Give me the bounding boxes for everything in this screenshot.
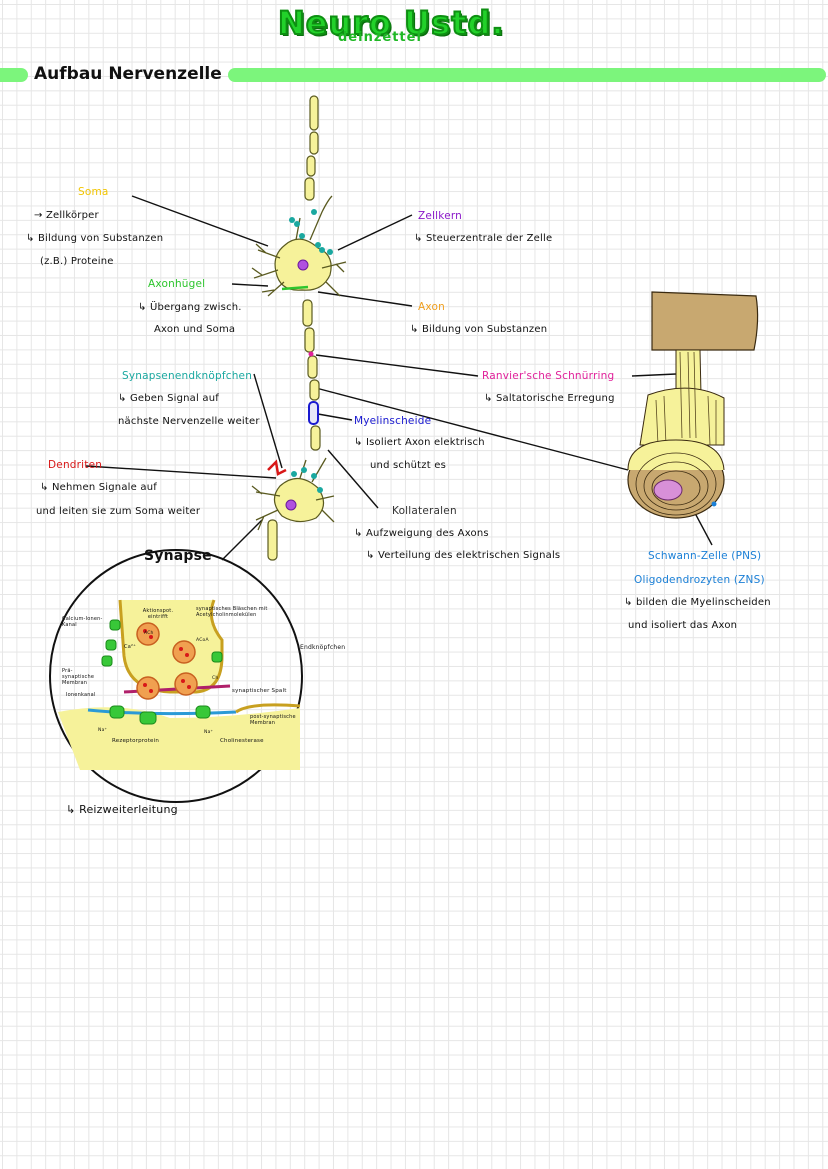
synapse-label-ch: Ch <box>212 676 219 681</box>
leader-zellkern <box>337 214 413 251</box>
synapsenendknoepfchen-line-1: ↳ Geben Signal auf <box>118 393 219 404</box>
synapse-label-acoa: ACoA <box>196 638 209 643</box>
dendriten-line-2: und leiten sie zum Soma weiter <box>36 506 201 517</box>
label-ranvier: Ranvier'sche Schnürring <box>482 370 615 382</box>
label-dendriten: Dendriten <box>48 459 103 471</box>
synapse-label-ca: Ca²⁺ <box>124 644 136 650</box>
synapse-illustration <box>49 549 303 803</box>
myelin-highlight <box>308 401 319 425</box>
synapse-title: Synapse <box>144 548 212 564</box>
axonhuegel-line-1: ↳ Übergang zwisch. <box>138 302 242 313</box>
ranvier-node <box>308 351 314 357</box>
axon-line-1: ↳ Bildung von Substanzen <box>410 324 548 335</box>
page-subtitle: deinzettel <box>338 30 422 45</box>
leader-myelin <box>317 413 353 421</box>
label-synapsenendknoepfchen: Synapsenendknöpfchen <box>122 370 253 382</box>
soma-line-1: → Zellkörper <box>34 210 99 221</box>
synapse-label-na-2: Na⁺ <box>204 730 214 735</box>
myelinscheide-line-2: und schützt es <box>370 460 447 471</box>
leader-ranvier-right <box>631 373 677 377</box>
soma-line-3: (z.B.) Proteine <box>40 256 114 267</box>
upper-neuron <box>251 95 347 451</box>
dendriten-line-1: ↳ Nehmen Signale auf <box>40 482 157 493</box>
leader-schwann <box>315 387 629 471</box>
synapse-label-calcium-channel: Calcium-Ionen-Kanal <box>62 616 103 628</box>
leader-dendriten <box>85 465 277 479</box>
synapsenendknoepfchen-line-2: nächste Nervenzelle weiter <box>118 416 260 427</box>
kollateralen-line-1: ↳ Aufzweigung des Axons <box>354 528 489 539</box>
leader-kollateralen <box>327 449 379 509</box>
label-axon: Axon <box>418 301 445 313</box>
dendrite-marker <box>267 459 287 476</box>
synapse-label-ionenkanal: Ionenkanal <box>66 692 96 698</box>
synapse-label-rezeptor: Rezeptorprotein <box>112 738 160 744</box>
kollateralen-line-2: ↳ Verteilung des elektrischen Signals <box>366 550 561 561</box>
leader-ranvier <box>315 354 479 377</box>
heading-highlight-left <box>0 68 28 82</box>
label-oligodendrozyten: Oligodendrozyten (ZNS) <box>634 574 765 586</box>
section-heading: Aufbau Nervenzelle <box>34 64 222 84</box>
ranvier-line-1: ↳ Saltatorische Erregung <box>484 393 615 404</box>
heading-highlight-right <box>228 68 826 82</box>
leader-soma <box>131 195 269 247</box>
axonhuegel-line-2: Axon und Soma <box>154 324 236 335</box>
zellkern-line-1: ↳ Steuerzentrale der Zelle <box>414 233 553 244</box>
synapse-label-praesynaptisch: Prä-synaptische Membran <box>62 668 95 686</box>
synapse-label-vesikel: synaptisches Bläschen mit Acetylcholinmo… <box>196 606 268 618</box>
synapse-label-ach: ACh <box>144 631 154 636</box>
axonhuegel-marker <box>281 285 309 291</box>
label-soma: Soma <box>78 186 109 198</box>
synapse-label-endknoepfchen: Endknöpfchen <box>300 644 346 651</box>
leader-synapse <box>221 519 263 561</box>
synapse-footnote: ↳ Reizweiterleitung <box>66 803 178 816</box>
synapse-label-cholinesterase: Cholinesterase <box>220 738 264 744</box>
synapse-label-spalt: synaptischer Spalt <box>232 688 287 694</box>
synapse-label-postsynaptisch: post-synaptische Membran <box>250 714 296 726</box>
page-title: Neuro Ustd. <box>277 3 505 43</box>
label-schwann: Schwann-Zelle (PNS) <box>648 550 762 562</box>
label-kollateralen: Kollateralen <box>392 505 457 517</box>
label-myelinscheide: Myelinscheide <box>354 415 432 427</box>
leader-axon <box>317 291 413 307</box>
leader-axonhuegel <box>231 283 269 287</box>
lower-neuron <box>251 457 335 561</box>
synapse-label-aktionspotential: Aktionspot. eintrifft <box>142 608 174 620</box>
myelinscheide-line-1: ↳ Isoliert Axon elektrisch <box>354 437 485 448</box>
leader-lines <box>85 195 713 561</box>
synapse-label-na-1: Na⁺ <box>98 728 108 733</box>
schwann-line-1: ↳ bilden die Myelinscheiden <box>624 597 771 608</box>
label-axonhuegel: Axonhügel <box>148 278 206 290</box>
label-zellkern: Zellkern <box>418 210 463 222</box>
schwann-cell-illustration <box>627 291 759 519</box>
schwann-line-2: und isoliert das Axon <box>628 620 738 631</box>
soma-line-2: ↳ Bildung von Substanzen <box>26 233 164 244</box>
leader-synapsenendknoepfchen <box>253 373 283 469</box>
